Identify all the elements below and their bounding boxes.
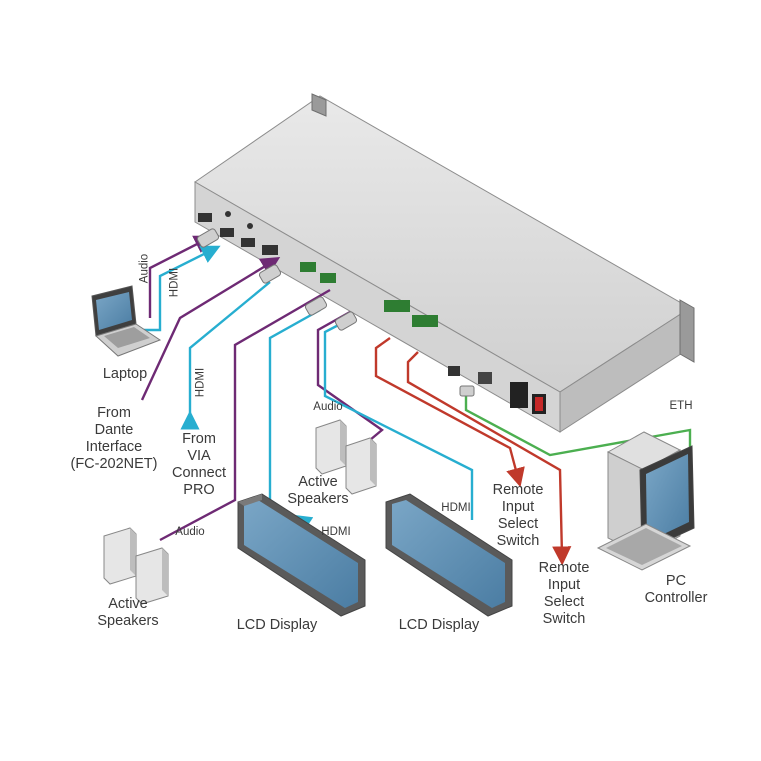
eth-cable [464,392,692,466]
pc-controller-icon [596,431,695,571]
pc-controller-label: PC Controller [644,573,708,606]
audio-lower-speakers-label: Audio [175,526,205,538]
hdmi-cable-right-display [323,316,474,520]
hdmi-cable-via [180,281,271,430]
hdmi-via-label: HDMI [194,367,207,398]
hdmi-laptop-label: HDMI [168,267,181,298]
audio-cable-lower-speakers [159,288,331,542]
from-via-label: From VIA Connect PRO [171,431,226,498]
lcd-display-left-label: LCD Display [236,617,318,633]
audio-upper-speakers-label: Audio [313,401,343,413]
speakers-lower-icon [103,527,169,605]
lcd-display-right-icon [385,493,513,617]
remote-cable-2 [406,351,572,566]
speakers-upper-icon [315,419,377,495]
eth-label: ETH [669,400,693,412]
laptop-icon [91,285,162,357]
audio-cable-dante [140,257,281,401]
from-dante-label: From Dante Interface (FC-202NET) [70,405,158,472]
cable-plugs [196,228,475,397]
audio-cable-laptop [148,235,214,318]
audio-cable-upper-speakers [316,310,384,441]
hdmi-cable-laptop [140,245,221,332]
switcher-device [194,93,695,433]
laptop-label: Laptop [102,366,148,382]
cables [140,235,692,566]
remote-input-2-label: Remote Input Select Switch [538,560,590,627]
hdmi-display-right-label: HDMI [441,502,471,514]
audio-laptop-label: Audio [138,253,151,284]
lcd-display-right-label: LCD Display [398,617,480,633]
active-speakers-upper-label: Active Speakers [287,474,349,507]
remote-input-1-label: Remote Input Select Switch [492,482,544,549]
lcd-display-left-icon [237,493,366,617]
remote-cable-1 [374,337,525,488]
active-speakers-lower-label: Active Speakers [97,596,159,629]
hdmi-display-left-label: HDMI [321,526,351,538]
